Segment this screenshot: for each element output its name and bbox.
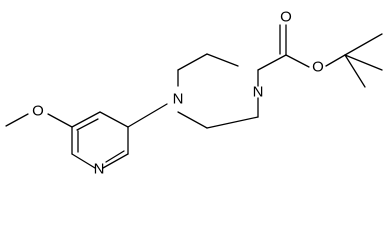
pyridine-nitrogen-label: N [94, 161, 105, 178]
methoxy-oxygen-label: O [32, 103, 44, 120]
piperazine-nitrogen-label: N [253, 84, 264, 101]
carbonyl-oxygen-label: O [280, 9, 292, 26]
ester-oxygen-label: O [312, 59, 324, 76]
bond-lines [5, 24, 383, 169]
piperazine-nitrogen-label: N [173, 91, 184, 108]
chemical-structure-diagram: O O N N O N [5, 9, 383, 178]
